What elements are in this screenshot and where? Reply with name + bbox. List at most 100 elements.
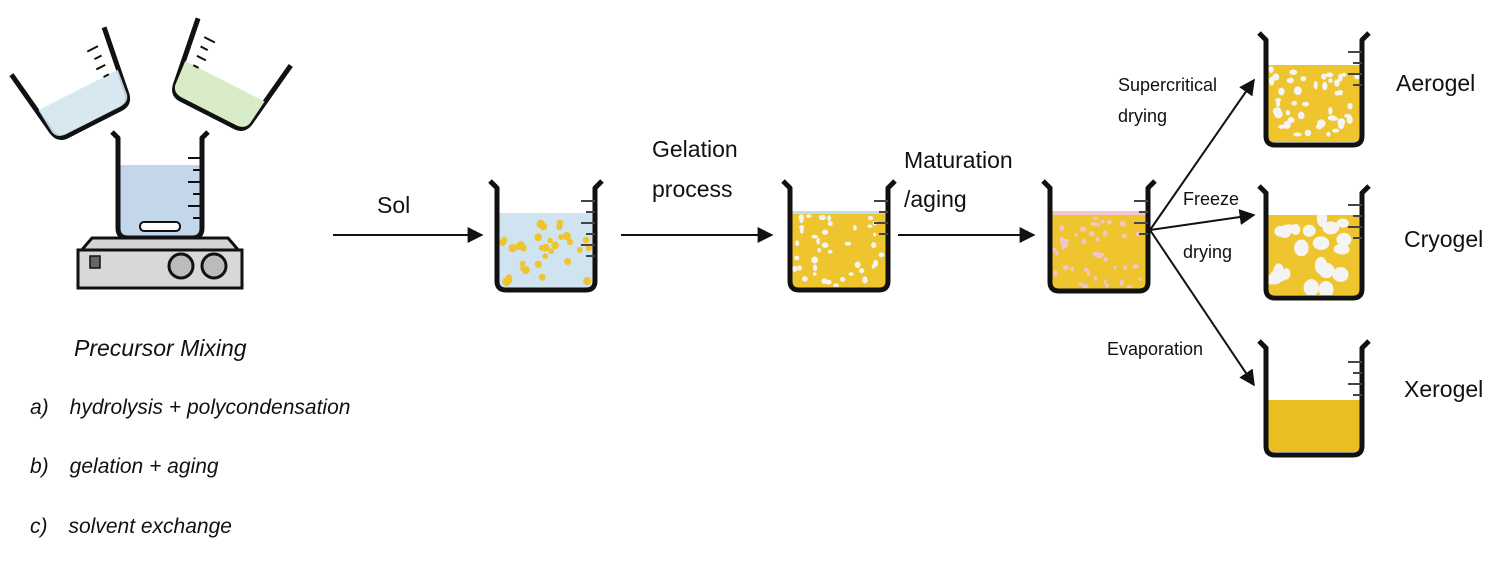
- gel-pore: [852, 225, 857, 231]
- sol-particle: [547, 237, 553, 244]
- aged-gel-pore: [1103, 280, 1107, 284]
- sol-particle: [576, 247, 583, 253]
- gel-pore: [818, 214, 826, 221]
- aged-gel-pore: [1103, 256, 1108, 262]
- aged-gel-pore: [1081, 239, 1087, 244]
- aerogel-pore: [1287, 117, 1295, 123]
- precursor-step-a: a) hydrolysis + polycondensation: [30, 396, 351, 419]
- gel-pore: [862, 276, 868, 284]
- cryogel-pore: [1332, 267, 1349, 282]
- sol-particle: [551, 241, 559, 250]
- aged-gel-pore: [1090, 222, 1097, 226]
- aged-gel-pore: [1074, 233, 1078, 238]
- gel-pore: [867, 215, 874, 221]
- sol-particle: [499, 239, 507, 246]
- aged-gel-pore: [1119, 279, 1125, 286]
- beaker-gel: [781, 179, 897, 293]
- aerogel-pore: [1332, 128, 1340, 133]
- aged-gel-pore: [1105, 283, 1109, 288]
- gel-pore: [848, 272, 854, 276]
- aerogel-pore: [1341, 72, 1347, 77]
- aerogel-pore: [1272, 73, 1280, 81]
- gel-pore: [827, 221, 833, 227]
- aerogel-pore: [1302, 101, 1309, 107]
- beaker-sol: [488, 179, 604, 293]
- aged-gel-pore: [1121, 233, 1127, 239]
- beaker-aged-gel: [1041, 179, 1157, 294]
- arrow-freeze: [1149, 209, 1256, 231]
- aged-gel-pore: [1078, 282, 1084, 287]
- label-evaporation: Evaporation: [1107, 339, 1204, 359]
- sol-particle: [583, 277, 592, 285]
- gel-pore: [844, 241, 852, 246]
- sol-particle: [534, 260, 542, 268]
- sol-particle: [538, 244, 545, 251]
- cryogel-pore: [1322, 221, 1340, 235]
- aged-gel-pore: [1053, 270, 1058, 276]
- gel-pore: [792, 265, 798, 272]
- sol-particle: [508, 244, 517, 253]
- cryogel-pore: [1291, 224, 1301, 235]
- cryogel-pore: [1303, 279, 1319, 295]
- aged-gel-pore: [1054, 250, 1059, 256]
- aerogel-pore: [1304, 129, 1312, 137]
- gel-pore: [794, 255, 800, 261]
- arrow-supercritical: [1149, 78, 1255, 231]
- gel-pore: [827, 250, 833, 254]
- label-freeze-line1: Freeze: [1183, 189, 1240, 209]
- sol-particle: [585, 245, 592, 252]
- gel-pore: [801, 276, 808, 282]
- label-gelation-line1: Gelation: [652, 136, 738, 162]
- aged-gel-pore: [1092, 251, 1099, 257]
- aerogel-pore: [1321, 73, 1327, 80]
- aged-gel-pore: [1106, 220, 1112, 225]
- aerogel-pore: [1347, 103, 1353, 110]
- gel-pore: [795, 240, 800, 247]
- sol-particle: [506, 278, 512, 284]
- cryogel-pore: [1302, 224, 1316, 237]
- beaker-aerogel: [1257, 31, 1371, 148]
- gel-pore: [806, 214, 812, 218]
- label-supercritical-line1: Supercritical: [1118, 75, 1218, 95]
- sol-particle: [548, 248, 555, 255]
- aerogel-pore: [1289, 69, 1298, 75]
- aged-gel-pore: [1059, 236, 1065, 242]
- aerogel-pore: [1268, 66, 1274, 74]
- aerogel-pore: [1293, 132, 1302, 137]
- cryogel-pore: [1336, 232, 1352, 247]
- beaker-xerogel: [1257, 339, 1371, 458]
- gel-pore: [871, 264, 876, 269]
- aged-gel-pore: [1113, 265, 1117, 270]
- sol-particle: [519, 260, 526, 267]
- sol-particle: [538, 273, 546, 281]
- label-freeze-line2: drying: [1183, 242, 1233, 262]
- aged-gel-pore: [1095, 237, 1100, 242]
- gel-pore: [839, 277, 846, 282]
- aged-gel-pore: [1061, 244, 1066, 250]
- gel-pore: [867, 224, 873, 228]
- gel-pore: [799, 227, 804, 234]
- aerogel-pore: [1326, 131, 1331, 137]
- aerogel-pore: [1334, 79, 1340, 87]
- aerogel-pore: [1315, 124, 1323, 130]
- aerogel-pore: [1297, 111, 1305, 120]
- tilted-beaker-left: [9, 26, 131, 140]
- aerogel-pore: [1338, 122, 1345, 129]
- sol-particle: [556, 224, 563, 231]
- aerogel-pore: [1338, 73, 1343, 82]
- aerogel-pore: [1328, 106, 1333, 115]
- aged-gel-pore: [1079, 226, 1086, 232]
- aged-gel-pore: [1132, 264, 1139, 269]
- aged-gel-pore: [1086, 270, 1091, 277]
- gel-pore: [797, 265, 802, 271]
- sol-particle: [539, 222, 548, 231]
- aerogel-pore: [1300, 76, 1307, 82]
- aged-gel-pore: [1093, 276, 1097, 281]
- mixing-beaker: [110, 130, 210, 241]
- gel-pore: [859, 268, 865, 274]
- gel-pore: [812, 272, 817, 276]
- gel-pore: [854, 261, 861, 269]
- aerogel-pore: [1328, 78, 1333, 84]
